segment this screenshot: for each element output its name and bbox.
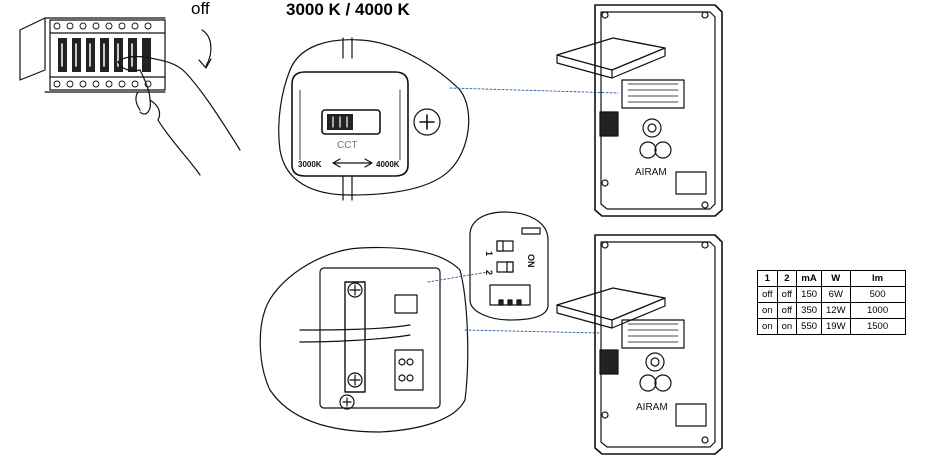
- table-cell: on: [776, 318, 798, 335]
- driver-detail: [259, 246, 469, 433]
- breaker-panel: [19, 17, 166, 93]
- table-cell: on: [757, 318, 778, 335]
- table-cell: 1500: [849, 318, 906, 335]
- col-header-1: 1: [757, 270, 778, 287]
- table-header-row: 1 2 mA W lm: [757, 270, 906, 287]
- dip-setting-table: 1 2 mA W lm off off 150 6W 500 on off 35…: [757, 270, 906, 335]
- table-cell: 6W: [821, 286, 851, 303]
- table-cell: 19W: [821, 318, 851, 335]
- table-cell: 150: [796, 286, 823, 303]
- table-cell: off: [776, 286, 798, 303]
- table-cell: 1000: [849, 302, 906, 319]
- table-cell: 550: [796, 318, 823, 335]
- cct-switch-detail: [278, 37, 470, 201]
- cct-switch-label: CCT: [337, 140, 358, 151]
- col-header-w: W: [821, 270, 851, 287]
- table-cell: 350: [796, 302, 823, 319]
- off-label: off: [191, 0, 210, 18]
- table-cell: off: [757, 286, 778, 303]
- dip-on-label: ON: [526, 254, 536, 268]
- brand-label-bottom: AIRAM: [636, 402, 668, 413]
- cct-high-label: 4000K: [376, 160, 400, 169]
- cct-low-label: 3000K: [298, 160, 322, 169]
- table-row: on on 550 19W 1500: [757, 318, 906, 335]
- cct-title: 3000 K / 4000 K: [286, 0, 410, 19]
- col-header-2: 2: [776, 270, 798, 287]
- fixture-plate-bottom: AIRAM: [556, 234, 723, 455]
- leader-line-bottom: [464, 329, 601, 334]
- table-row: off off 150 6W 500: [757, 286, 906, 303]
- hand-icon: [117, 55, 241, 176]
- table-cell: 500: [849, 286, 906, 303]
- col-header-lm: lm: [849, 270, 906, 287]
- brand-label-top: AIRAM: [635, 167, 667, 178]
- table-cell: 12W: [821, 302, 851, 319]
- col-header-ma: mA: [796, 270, 823, 287]
- dip-switch-detail: [469, 211, 549, 321]
- dip-1-label: 1: [484, 251, 494, 256]
- leader-line-dip: [427, 271, 489, 283]
- fixture-plate-top: AIRAM: [556, 4, 723, 217]
- table-row: on off 350 12W 1000: [757, 302, 906, 319]
- rotate-arrow-icon: [198, 29, 212, 69]
- table-cell: off: [776, 302, 798, 319]
- leader-line-top: [449, 87, 619, 94]
- table-cell: on: [757, 302, 778, 319]
- dip-2-label: 2: [484, 270, 494, 275]
